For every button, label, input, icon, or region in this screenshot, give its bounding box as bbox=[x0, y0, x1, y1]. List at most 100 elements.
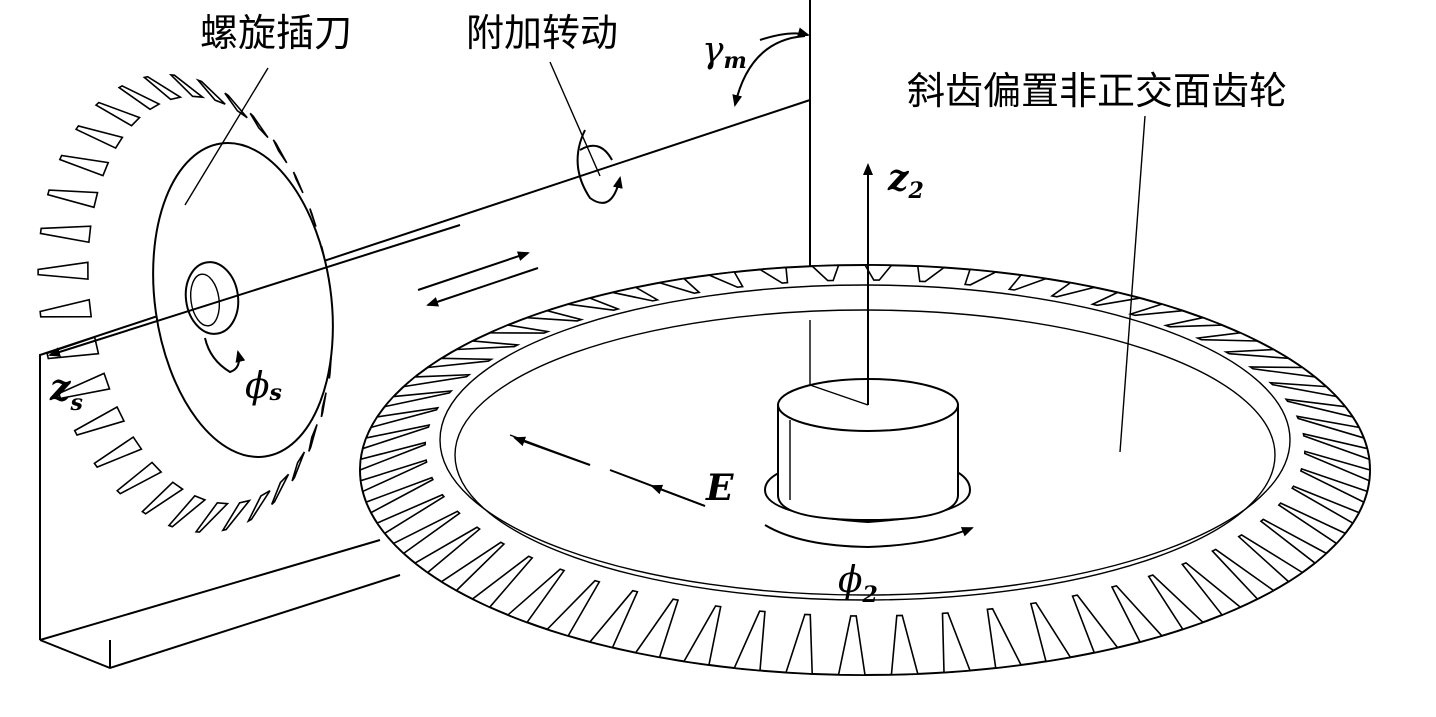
cutter-tooth bbox=[74, 125, 124, 150]
z2-symbol: z2 bbox=[887, 157, 924, 204]
cutter-tooth bbox=[195, 78, 226, 105]
cutter-tooth bbox=[270, 473, 290, 506]
cutter-tooth bbox=[37, 261, 89, 280]
cutter-tooth bbox=[194, 501, 230, 533]
gamma-angle-arc bbox=[732, 27, 810, 107]
cutter-tooth bbox=[167, 494, 207, 528]
face-gear-tooth bbox=[456, 340, 521, 351]
face-gear-tooth bbox=[1029, 601, 1072, 663]
cutter-tooth bbox=[249, 112, 269, 139]
cutter-tooth bbox=[272, 139, 288, 164]
face-gear-tooth bbox=[1299, 467, 1369, 504]
face-gear-tooth bbox=[506, 568, 566, 624]
cutter-tooth bbox=[93, 435, 143, 469]
cutter-tooth bbox=[116, 461, 163, 495]
face-gear-tooth bbox=[1259, 518, 1328, 565]
z2-axis bbox=[809, 163, 873, 405]
face-gear-tooth bbox=[588, 589, 639, 649]
cutter-tooth bbox=[46, 189, 99, 209]
face-gear-tooth bbox=[567, 297, 621, 311]
face-gear-tooth bbox=[705, 271, 744, 289]
face-gear-tooth bbox=[784, 613, 814, 675]
cutter-tooth bbox=[142, 75, 183, 101]
offset-symbol: E bbox=[705, 467, 734, 509]
face-gear-tooth bbox=[863, 264, 894, 281]
extra-rotation-arrow bbox=[549, 61, 623, 204]
face-gear-tooth bbox=[986, 607, 1023, 669]
cutter-tooth bbox=[94, 101, 141, 127]
face-gear-tooth bbox=[916, 265, 947, 283]
phi-2-symbol: ϕ2 bbox=[838, 560, 878, 608]
face-gear-tooth bbox=[526, 309, 585, 322]
face-gear-label: 斜齿偏置非正交面齿轮 bbox=[907, 69, 1287, 113]
face-gear-tooth bbox=[1303, 450, 1371, 482]
cutter-bore bbox=[184, 261, 240, 335]
cutter-tooth bbox=[320, 392, 327, 418]
face-gear-tooth bbox=[439, 541, 506, 592]
face-gear-tooth bbox=[837, 615, 866, 676]
phi-s-symbol: ϕs bbox=[245, 366, 282, 407]
text-labels: 螺旋插刀 附加转动 斜齿偏置非正交面齿轮 γm z2 zs ϕs ϕ2 E bbox=[49, 11, 1287, 608]
cutter-tooth bbox=[221, 499, 252, 532]
leader-lines bbox=[184, 67, 1146, 453]
extra-rotation-label: 附加转动 bbox=[466, 11, 618, 55]
face-gear-tooth bbox=[1049, 281, 1095, 298]
face-gear-tooth bbox=[941, 612, 972, 674]
reciprocating-arrows bbox=[417, 251, 539, 307]
face-gear-tooth bbox=[810, 264, 840, 282]
face-gear-tooth bbox=[634, 598, 680, 659]
face-gear-tooth bbox=[545, 579, 601, 637]
cutter-tooth bbox=[73, 405, 126, 436]
face-gear-tooth bbox=[1211, 548, 1276, 601]
cutter-tooth bbox=[168, 74, 206, 99]
face-gear-tooth bbox=[1223, 348, 1289, 360]
face-gear-tooth bbox=[1295, 415, 1366, 440]
face-gear-tooth bbox=[1180, 561, 1242, 616]
face-gear-tooth bbox=[427, 357, 494, 369]
face-gear-tooth bbox=[890, 614, 919, 676]
cutter-tooth bbox=[246, 489, 271, 524]
cutter-tooth bbox=[117, 84, 161, 111]
face-gear-tooth bbox=[1237, 533, 1304, 583]
cutter-rotation-arrow bbox=[204, 337, 246, 374]
shaper-cutter bbox=[37, 74, 334, 533]
cutter-tooth bbox=[57, 372, 111, 400]
face-gear-tooth bbox=[1302, 432, 1371, 461]
face-gear-tooth bbox=[1247, 366, 1318, 379]
face-gear-tooth bbox=[1291, 485, 1361, 525]
cutter-tooth bbox=[39, 298, 93, 318]
offset-arrow bbox=[509, 434, 706, 507]
face-gear-inner-face bbox=[454, 309, 1276, 601]
face-gear-tooth bbox=[471, 555, 534, 609]
face-gear-tooth bbox=[1277, 502, 1347, 545]
cutter-tooth bbox=[141, 481, 184, 515]
face-gear-tooth bbox=[1110, 584, 1164, 643]
face-gear-tooth bbox=[361, 423, 431, 450]
face-gear-tooth bbox=[1127, 303, 1184, 317]
face-gear-tooth bbox=[359, 441, 427, 472]
face-gear-tooth bbox=[1162, 316, 1223, 328]
face-gear-tooth bbox=[1284, 398, 1355, 419]
face-gear-tooth bbox=[375, 493, 446, 535]
cutter-tooth bbox=[308, 424, 318, 452]
face-gear-tooth bbox=[369, 406, 440, 429]
cutter-tooth bbox=[39, 225, 92, 244]
face-gear-tooth bbox=[382, 389, 454, 408]
face-gear-teeth bbox=[359, 264, 1371, 676]
face-gear-tooth bbox=[963, 268, 999, 286]
cutter-face bbox=[152, 142, 334, 458]
face-gear-tooth bbox=[1007, 274, 1047, 291]
zs-symbol: zs bbox=[49, 367, 83, 416]
face-gear-tooth bbox=[1268, 381, 1339, 398]
face-gear-tooth bbox=[1071, 594, 1119, 654]
cutter-teeth bbox=[37, 74, 334, 533]
cutter-tooth bbox=[309, 208, 317, 227]
cutter-tooth bbox=[291, 451, 306, 482]
gamma-m-symbol: γm bbox=[702, 30, 747, 74]
cutter-tooth bbox=[224, 92, 248, 119]
face-gear-inner-ring bbox=[439, 284, 1291, 596]
cutter-label: 螺旋插刀 bbox=[200, 11, 352, 55]
zs-axis bbox=[48, 224, 461, 357]
face-gear-tooth bbox=[612, 286, 660, 302]
